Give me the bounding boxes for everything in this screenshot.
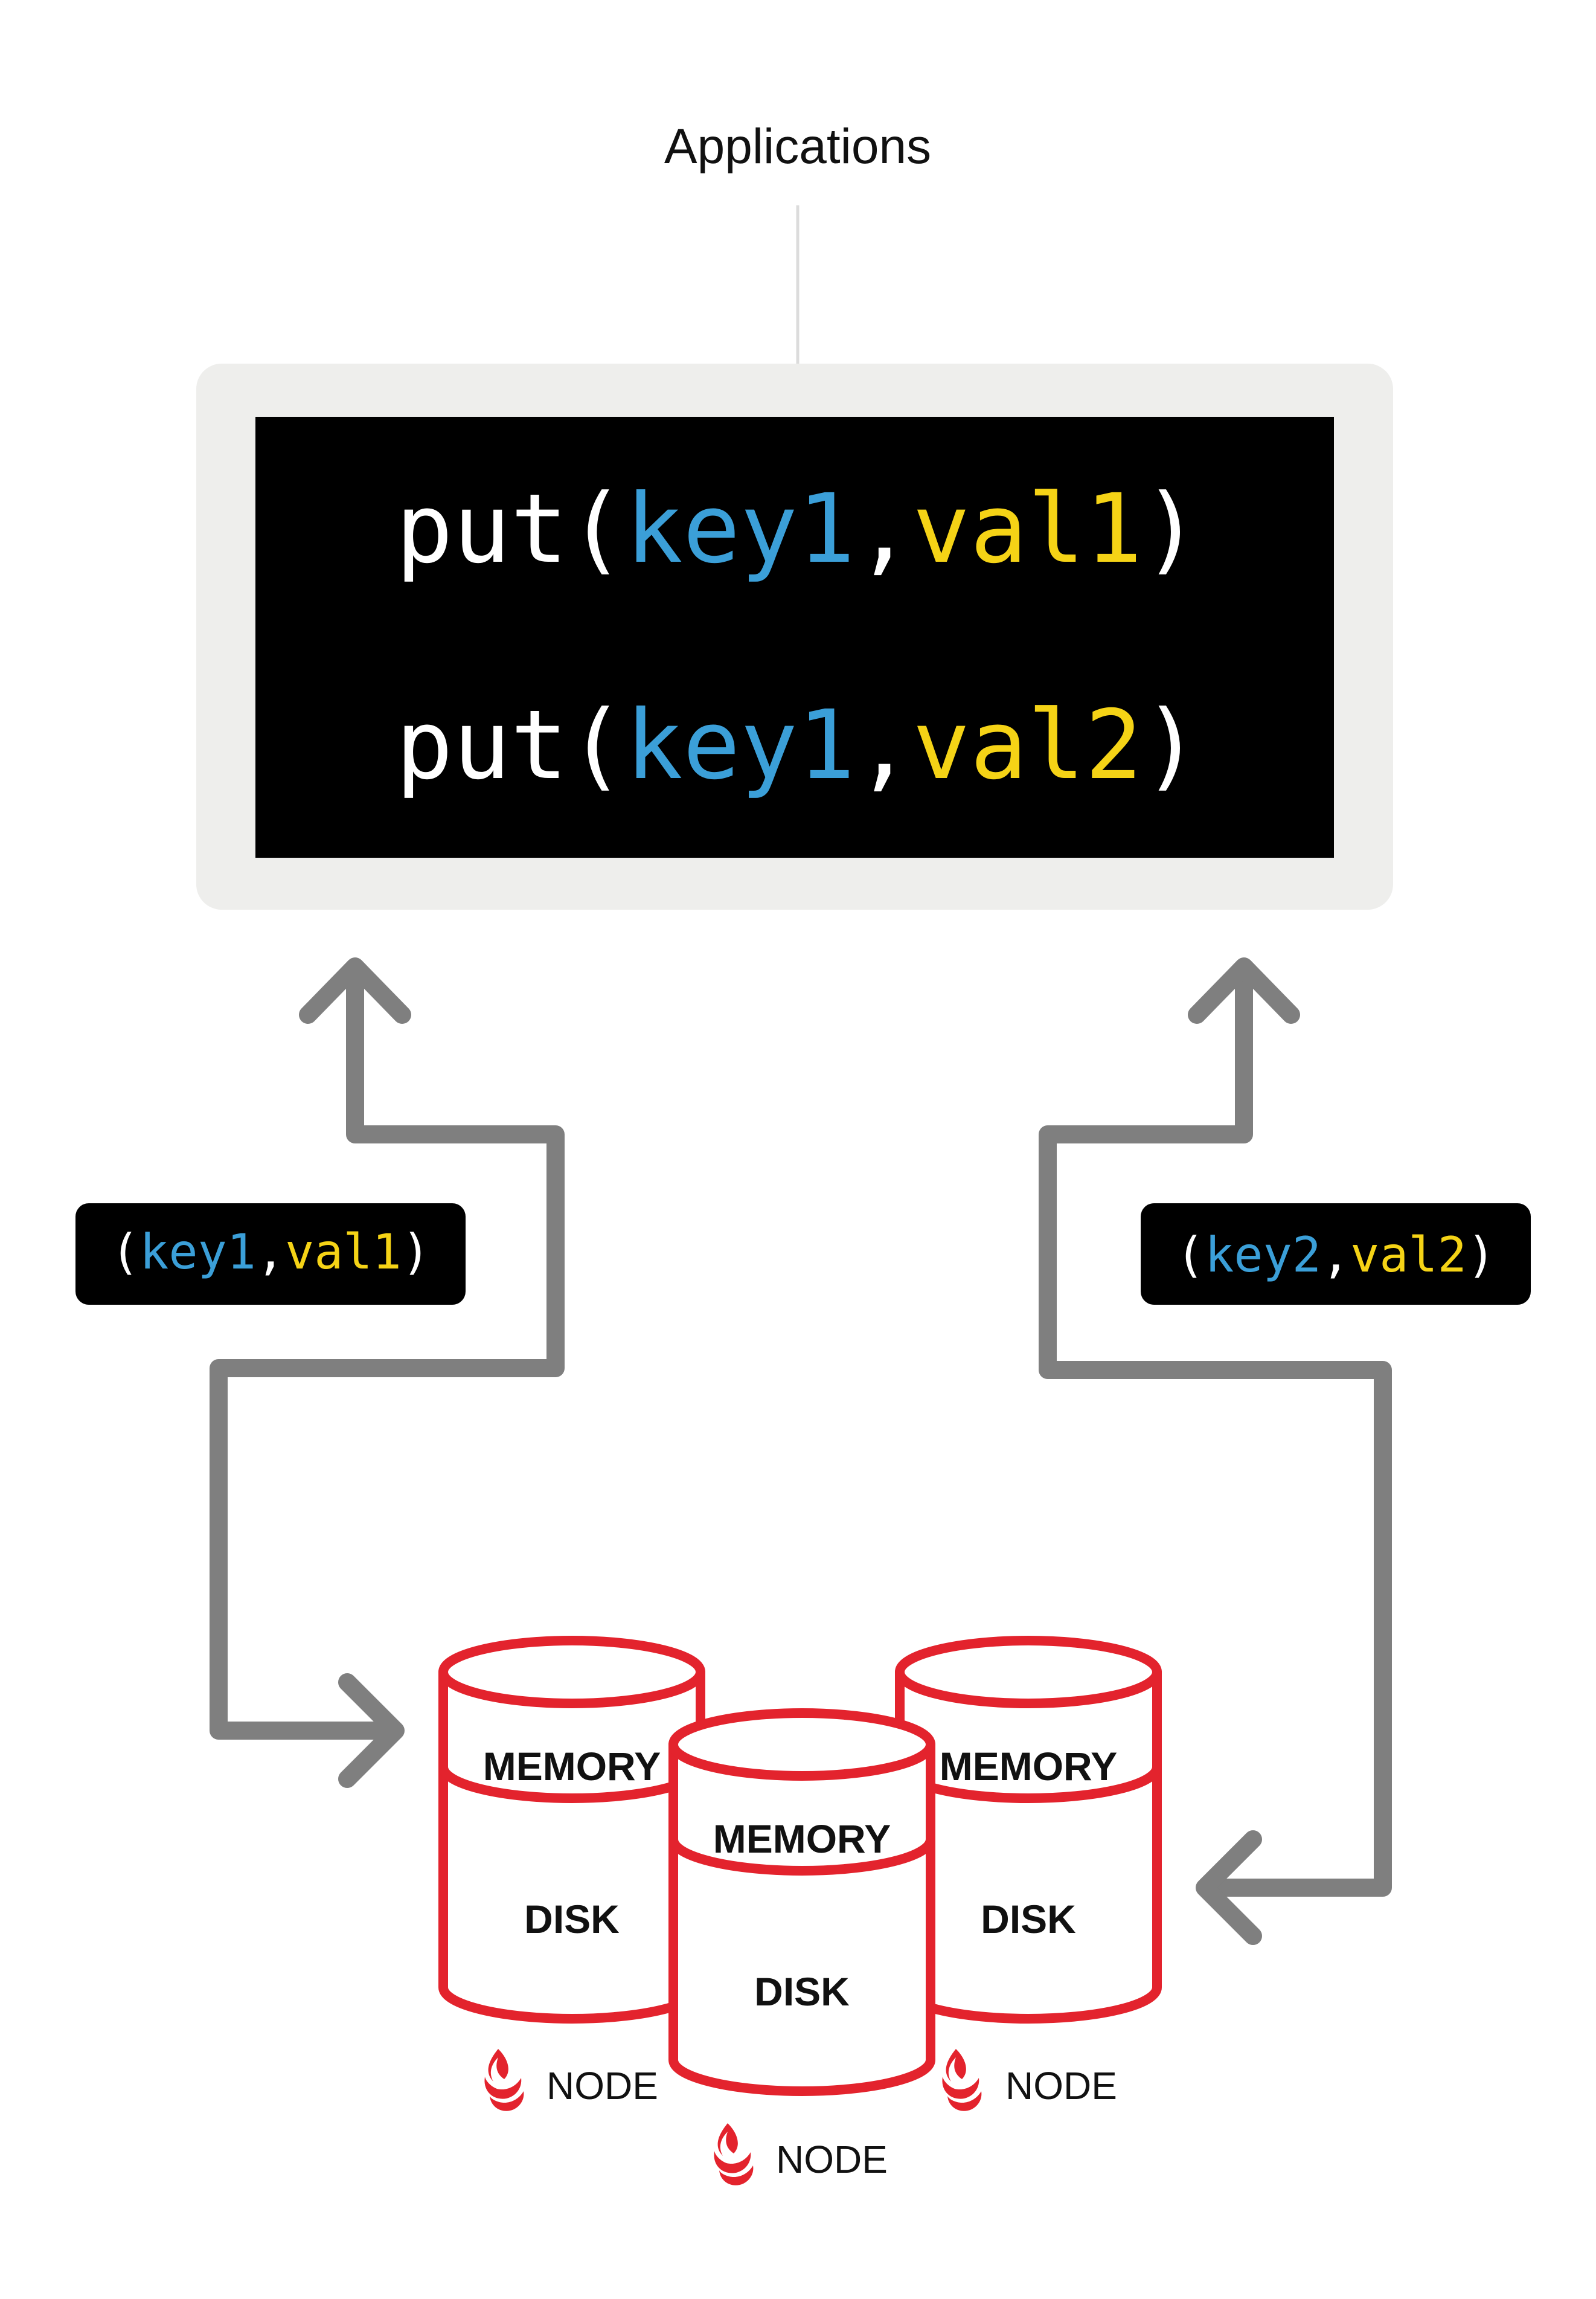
node-right-body [895,1667,1162,2024]
code-line-2: put(key1,val2) [396,690,1200,801]
left-tag-bg [75,1203,466,1305]
node-cylinder-left [438,1636,705,2024]
left-arrowhead-up [299,957,411,1024]
left-key-value-tag: (key1,val1) [75,1203,466,1305]
node-left-body [438,1667,705,2024]
node-left-disk-label: DISK [524,1897,620,1941]
right-key-value-tag: (key2,val2) [1141,1203,1531,1305]
right-tag-open: ( [1176,1227,1205,1283]
left-tag-close: ) [402,1224,431,1280]
right-tag-comma: , [1321,1227,1350,1283]
left-tag-text: (key1,val1) [111,1224,431,1280]
node-right-top [895,1636,1162,1708]
left-tag-comma: , [256,1224,285,1280]
left-tag-val: val1 [285,1224,402,1280]
right-tag-key: key2 [1205,1227,1321,1283]
code-line-2-key: key1 [626,690,856,801]
right-tag-text: (key2,val2) [1176,1227,1496,1283]
node-center-caption: NODE [776,2138,888,2181]
code-line-2-fn: put( [396,690,626,801]
code-line-1: put(key1,val1) [396,474,1200,585]
node-left-top [438,1636,705,1708]
node-center-disk-label: DISK [754,1969,850,2014]
left-tag-open: ( [111,1224,139,1280]
code-line-1-fn: put( [396,474,626,585]
node-left-caption: NODE [546,2064,658,2108]
code-line-1-key: key1 [626,474,856,585]
flame-logo-icon [484,2049,524,2111]
code-line-1-comma: , [855,474,912,585]
node-center-divider [668,1839,935,1876]
code-line-1-close: ) [1143,474,1200,585]
code-screen [255,417,1334,858]
code-line-2-comma: , [855,690,912,801]
application-panel: put(key1,val1) put(key1,val2) [196,364,1393,910]
left-flow-arrow [210,969,565,1740]
node-right-caption: NODE [1005,2064,1117,2108]
applications-title: Applications [664,119,931,174]
right-arrowhead-left [1196,1830,1262,1945]
code-line-2-val: val2 [912,690,1143,801]
flame-logo-icon [942,2049,982,2111]
right-tag-close: ) [1467,1227,1496,1283]
flame-logo-icon [714,2123,754,2185]
right-arrowhead-up [1188,957,1300,1024]
node-center-top [668,1708,935,1781]
node-center-memory-label: MEMORY [713,1816,891,1861]
left-arrowhead-right [338,1673,405,1788]
node-right-memory-label: MEMORY [940,1744,1118,1789]
code-line-2-close: ) [1143,690,1200,801]
right-flow-arrow [1039,969,1392,1897]
right-tag-val: val2 [1350,1227,1467,1283]
node-cylinder-center [668,1708,935,2096]
node-left-memory-label: MEMORY [483,1744,661,1789]
code-line-1-val: val1 [912,474,1143,585]
node-cylinder-right [895,1636,1162,2024]
node-center-body [668,1740,935,2096]
right-tag-bg [1141,1203,1531,1305]
left-tag-key: key1 [139,1224,256,1280]
node-right-disk-label: DISK [981,1897,1076,1941]
